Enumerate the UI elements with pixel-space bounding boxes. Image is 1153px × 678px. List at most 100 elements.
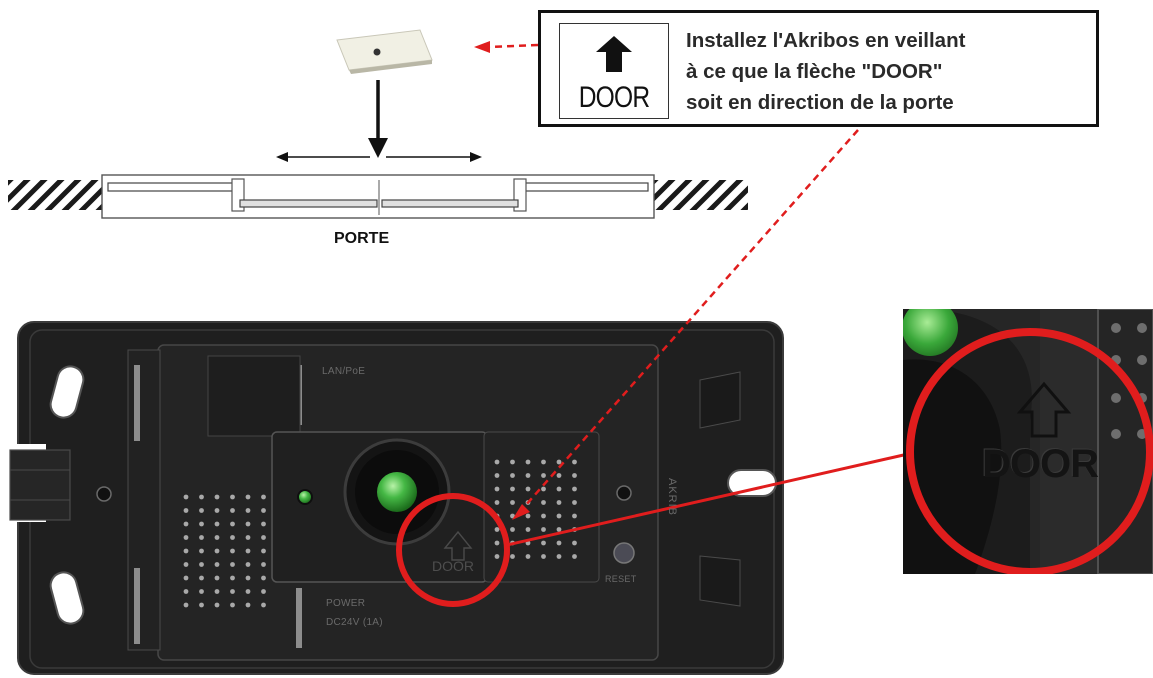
grille-dot [230, 562, 235, 567]
door-icon-label: DOOR [578, 81, 650, 114]
grille-dot [510, 486, 515, 492]
grille-dot [494, 486, 500, 492]
arrow-up-icon [596, 36, 632, 72]
grille-dot [494, 527, 500, 532]
grille-dot [541, 500, 546, 505]
grille-dot [199, 589, 204, 594]
zoom-inset [903, 309, 1153, 574]
sensor-device [6, 321, 784, 675]
grille-dot [510, 554, 515, 559]
grille-dot [261, 535, 266, 540]
grille-dot [183, 562, 189, 567]
grille-dot [556, 486, 562, 492]
instruction-text: Installez l'Akribos en veillant à ce que… [686, 25, 1086, 118]
grille-dot [556, 459, 562, 465]
grille-dot [183, 602, 189, 608]
door-label: PORTE [334, 230, 390, 247]
grille-dot [525, 513, 531, 519]
grille-dot [572, 473, 577, 478]
device-door-mark: DOOR [432, 558, 474, 574]
grille-dot [199, 562, 204, 567]
grille-dot [214, 494, 220, 500]
grille-dot [214, 535, 220, 540]
grille-dot [230, 548, 235, 554]
grille-dot [183, 589, 189, 594]
grille-dot [183, 535, 189, 540]
grille-dot [494, 500, 500, 505]
grille-dot [556, 554, 562, 559]
grille-dot [214, 602, 220, 608]
grille-dot [510, 500, 515, 505]
grille-dot [214, 589, 220, 594]
speaker-grille-left [183, 494, 266, 608]
grille-dot [572, 500, 577, 505]
lan-poe-label: LAN/PoE [322, 366, 366, 377]
callout-leader-top [487, 43, 539, 49]
voltage-label: DC24V (1A) [326, 617, 383, 628]
grille-dot [572, 486, 577, 492]
grille-dot [214, 548, 220, 554]
grille-dot [230, 575, 235, 581]
grille-dot [230, 521, 235, 527]
grille-dot [261, 494, 266, 500]
grille-dot [199, 535, 204, 540]
grille-dot [245, 575, 251, 581]
grille-dot [510, 459, 515, 465]
grille-dot [245, 548, 251, 554]
grille-dot [230, 589, 235, 594]
down-arrow [368, 80, 388, 158]
power-label: POWER [326, 598, 366, 609]
grille-dot [541, 486, 546, 492]
instruction-line-3: soit en direction de la porte [686, 91, 954, 114]
grille-dot [230, 494, 235, 500]
grille-dot [525, 459, 531, 465]
instruction-line-2: à ce que la flèche "DOOR" [686, 60, 943, 83]
grille-dot [510, 513, 515, 519]
grille-dot [183, 575, 189, 581]
grille-dot [214, 562, 220, 567]
grille-dot [199, 521, 204, 527]
grille-dot [541, 513, 546, 519]
grille-dot [245, 589, 251, 594]
grille-dot [183, 508, 189, 513]
grille-dot [572, 540, 577, 546]
grille-dot [494, 540, 500, 546]
grille-dot [261, 589, 266, 594]
grille-dot [261, 521, 266, 527]
grille-dot [541, 540, 546, 546]
grille-dot [214, 575, 220, 581]
highlight-circle-device [396, 493, 510, 607]
grille-dot [556, 540, 562, 546]
reset-label: RESET [605, 574, 637, 584]
speaker-grille-right [494, 459, 577, 559]
grille-dot [230, 535, 235, 540]
instruction-callout: DOOR Installez l'Akribos en veillant à c… [538, 10, 1099, 127]
grille-dot [245, 521, 251, 527]
grille-dot [199, 548, 204, 554]
grille-dot [572, 554, 577, 559]
zoom-connector [506, 452, 909, 547]
grille-dot [541, 554, 546, 559]
grille-dot [245, 508, 251, 513]
grille-dot [245, 494, 251, 500]
instruction-line-1: Installez l'Akribos en veillant [686, 29, 966, 52]
sliding-door-section [8, 174, 748, 219]
grille-dot [261, 602, 266, 608]
grille-dot [525, 473, 531, 478]
grille-dot [199, 494, 204, 500]
sensor-top-view [336, 29, 433, 74]
zoom-door-mark: DOOR [982, 442, 1099, 486]
grille-dot [572, 513, 577, 519]
grille-dot [541, 527, 546, 532]
grille-dot [556, 513, 562, 519]
grille-dot [183, 548, 189, 554]
grille-dot [494, 473, 500, 478]
door-arrow-icon: DOOR [559, 23, 669, 119]
grille-dot [245, 602, 251, 608]
grille-dot [541, 473, 546, 478]
grille-dot [556, 473, 562, 478]
grille-dot [261, 562, 266, 567]
grille-dot [245, 562, 251, 567]
grille-dot [525, 554, 531, 559]
